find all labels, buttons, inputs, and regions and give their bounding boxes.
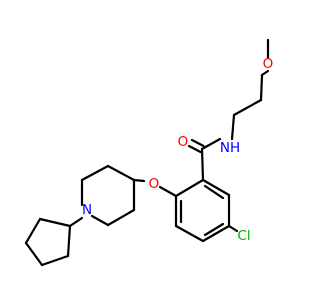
bond — [232, 98, 263, 117]
bond — [190, 138, 205, 148]
atom-label-cl: Cl — [237, 228, 250, 244]
bond — [106, 164, 136, 182]
bond — [200, 147, 205, 182]
bond-layer — [24, 38, 270, 267]
atom-label-layer: O NH O O N Cl — [82, 56, 273, 244]
bond — [200, 137, 222, 151]
bond — [201, 178, 231, 197]
atom-label-nh: NH — [220, 140, 240, 156]
bond — [174, 224, 205, 243]
bond — [80, 164, 110, 182]
atom-label-o-ether: O — [149, 176, 160, 192]
bond — [174, 178, 205, 198]
bond — [132, 178, 146, 183]
atom-label-n-piperidine: N — [82, 202, 92, 218]
bond — [227, 224, 239, 233]
atom-label-o-methoxy: O — [263, 56, 274, 72]
bond — [24, 217, 42, 245]
bond — [260, 69, 270, 77]
bond — [24, 241, 44, 267]
bond — [38, 217, 72, 228]
atom-label-o-carbonyl: O — [178, 134, 189, 150]
bond — [203, 184, 225, 200]
bond — [106, 208, 136, 227]
molecule-structure: O NH O O N Cl — [24, 38, 273, 267]
molecule-diagram: O NH O O N Cl — [24, 38, 273, 267]
bond — [158, 185, 178, 198]
bond — [201, 224, 231, 243]
bond — [259, 73, 264, 102]
bond — [40, 254, 70, 267]
bond — [230, 113, 236, 141]
bond — [68, 216, 84, 228]
bond — [90, 214, 110, 227]
bond — [66, 224, 72, 258]
bond — [203, 222, 225, 237]
bond — [187, 144, 202, 154]
